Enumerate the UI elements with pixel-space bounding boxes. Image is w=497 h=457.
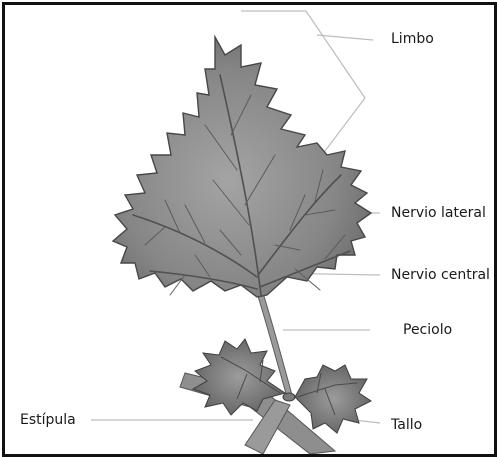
leaf-illustration: [5, 5, 494, 454]
label-estipula: Estípula: [20, 412, 76, 428]
label-peciolo: Peciolo: [403, 322, 452, 338]
nodo: [283, 393, 295, 401]
label-tallo: Tallo: [391, 417, 422, 433]
label-nervio-lateral: Nervio lateral: [391, 205, 486, 221]
label-limbo: Limbo: [391, 31, 434, 47]
label-nervio-central: Nervio central: [391, 267, 490, 283]
estipula-right: [295, 365, 371, 433]
